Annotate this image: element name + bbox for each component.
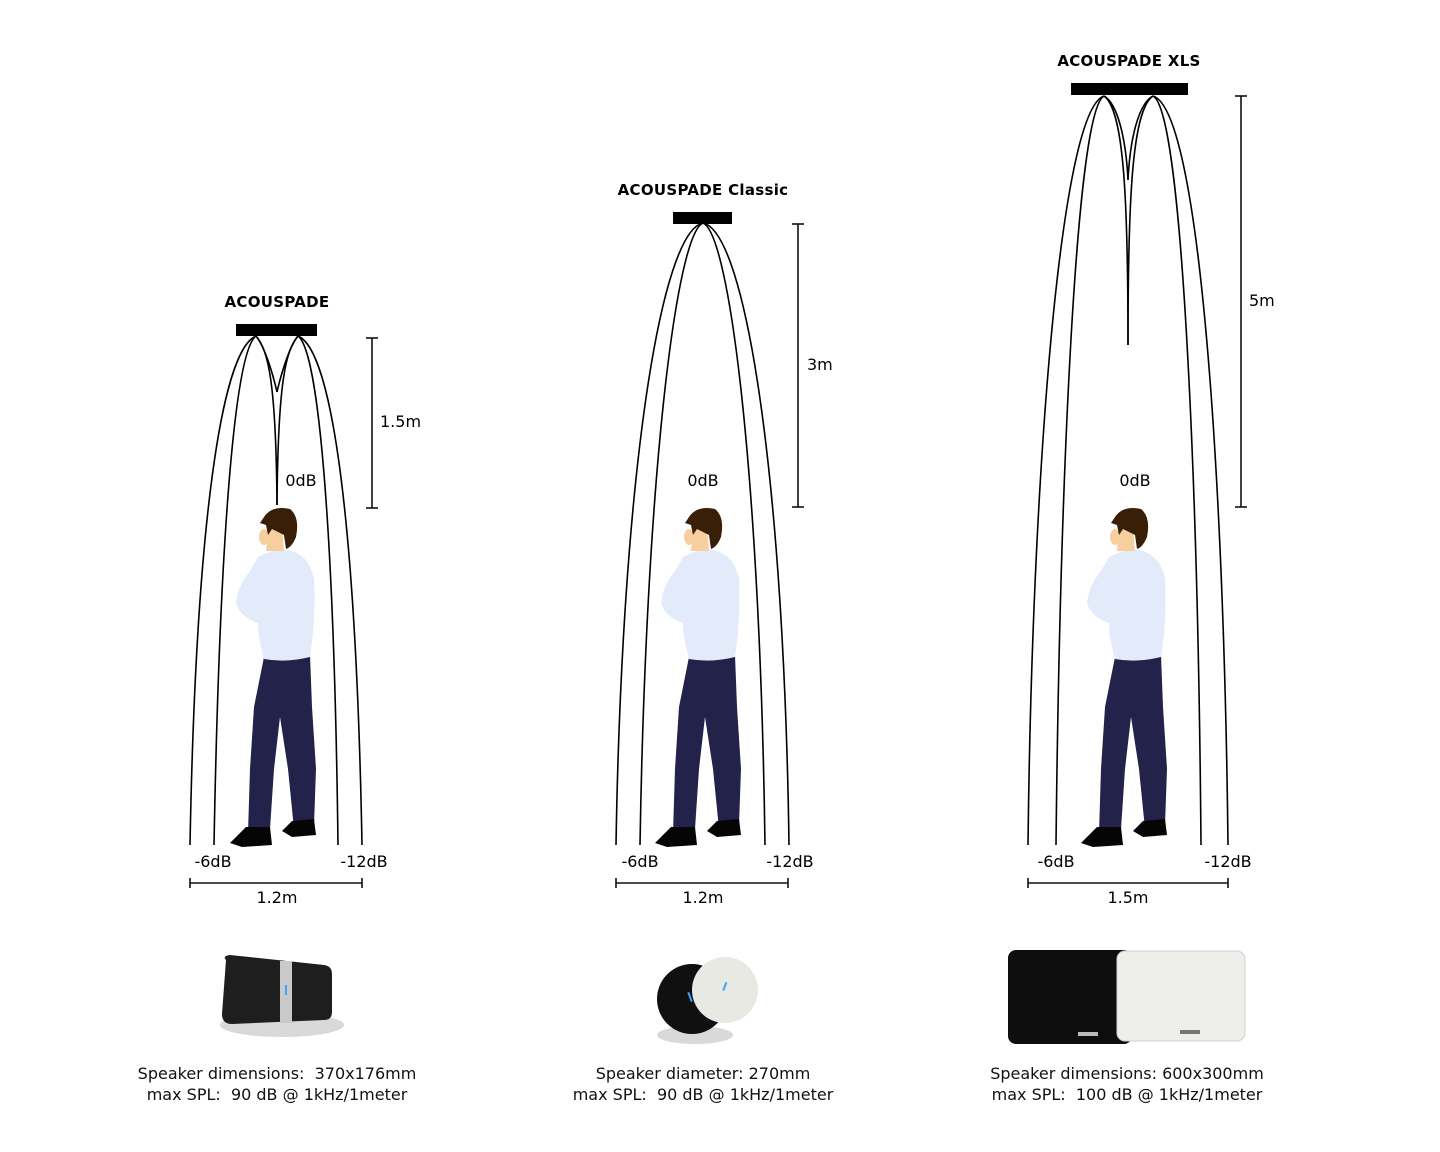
left-db-label: -6dB [1037,852,1074,871]
center-db-label: 0dB [687,471,718,490]
spec-diameter: Speaker diameter: 270mm [595,1064,811,1083]
speaker-image-acouspade [220,955,344,1037]
spec-dimensions: Speaker dimensions: 370x176mm [137,1064,417,1083]
right-db-label: -12dB [766,852,813,871]
height-label: 1.5m [380,412,421,431]
height-marker [792,223,804,508]
dispersion-beams [1027,95,1229,846]
height-label: 3m [807,355,833,374]
person-figure [655,508,741,847]
width-label: 1.2m [256,888,297,907]
spec-dimensions: Speaker dimensions: 600x300mm [990,1064,1264,1083]
diagram-title: ACOUSPADE [225,293,330,311]
left-db-label: -6dB [621,852,658,871]
speaker-bar [236,324,317,336]
spec-max-spl: max SPL: 100 dB @ 1kHz/1meter [991,1085,1263,1104]
dispersion-beams [615,222,790,846]
diagram-title: ACOUSPADE XLS [1057,52,1200,70]
width-marker [189,878,363,888]
right-db-label: -12dB [1204,852,1251,871]
right-db-label: -12dB [340,852,387,871]
speaker-image-xls [1008,950,1246,1044]
width-label: 1.5m [1107,888,1148,907]
speaker-image-classic [657,957,758,1044]
spec-max-spl: max SPL: 90 dB @ 1kHz/1meter [572,1085,834,1104]
spec-acouspade-xls: Speaker dimensions: 600x300mm max SPL: 1… [962,1063,1292,1105]
width-marker [615,878,789,888]
diagram-acouspade-classic: ACOUSPADE Classic 3m 0dB -6dB -12dB 1.2m [615,181,833,1044]
person-figure [230,508,316,847]
height-marker [1235,95,1247,508]
left-db-label: -6dB [194,852,231,871]
diagram-title: ACOUSPADE Classic [618,181,789,199]
spec-max-spl: max SPL: 90 dB @ 1kHz/1meter [146,1085,408,1104]
height-marker [366,337,378,509]
center-db-label: 0dB [1119,471,1150,490]
speaker-bar [1071,83,1188,95]
spec-acouspade-classic: Speaker diameter: 270mm max SPL: 90 dB @… [543,1063,863,1105]
diagram-acouspade-xls: ACOUSPADE XLS 5m 0dB -6dB -12dB [1008,52,1275,1044]
diagram-acouspade: ACOUSPADE 1.5m 0dB -6dB -12dB [189,293,421,1037]
width-label: 1.2m [682,888,723,907]
speaker-bar [673,212,732,224]
spec-acouspade: Speaker dimensions: 370x176mm max SPL: 9… [117,1063,437,1105]
width-marker [1027,878,1229,888]
height-label: 5m [1249,291,1275,310]
dispersion-beams [189,335,363,846]
center-db-label: 0dB [285,471,316,490]
person-figure [1081,508,1167,847]
